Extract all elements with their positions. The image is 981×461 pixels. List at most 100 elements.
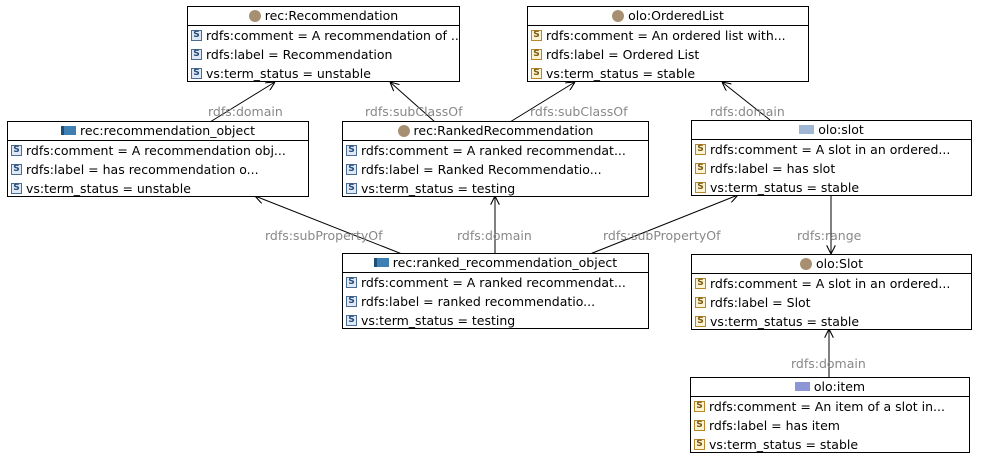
- row-text: rdfs:comment = An ordered list with...: [546, 28, 786, 43]
- node-title: olo:slot: [818, 122, 864, 137]
- string-literal-icon: S: [191, 30, 202, 41]
- row-text: rdfs:comment = A ranked recommendat...: [361, 143, 626, 158]
- class-icon: [800, 257, 813, 270]
- property-icon: [799, 125, 815, 134]
- node-header: olo:item: [691, 378, 969, 397]
- string-literal-icon: S: [11, 145, 22, 156]
- edge-label-subpropertyof: rdfs:subPropertyOf: [603, 228, 721, 243]
- string-literal-icon: S: [695, 278, 706, 289]
- edge-label-domain: rdfs:domain: [791, 356, 866, 371]
- row-text: vs:term_status = stable: [710, 314, 860, 329]
- edge-label-domain: rdfs:domain: [710, 104, 785, 119]
- string-literal-icon: S: [694, 420, 705, 431]
- row-text: rdfs:comment = A recommendation of ...: [206, 28, 459, 43]
- row-text: vs:term_status = unstable: [206, 66, 371, 81]
- node-header: rec:RankedRecommendation: [343, 122, 648, 141]
- row-text: vs:term_status = stable: [710, 180, 860, 195]
- edge-label-subclassof: rdfs:subClassOf: [365, 104, 463, 119]
- node-title: olo:OrderedList: [628, 8, 724, 23]
- row-text: rdfs:label = Recommendation: [206, 47, 393, 62]
- string-literal-icon: S: [346, 164, 357, 175]
- row-text: rdfs:label = Ranked Recommendatio...: [361, 162, 602, 177]
- row-text: rdfs:comment = A recommendation obj...: [26, 143, 286, 158]
- node-header: rec:Recommendation: [188, 7, 459, 26]
- row-text: rdfs:label = Ordered List: [546, 47, 700, 62]
- string-literal-icon: S: [191, 49, 202, 60]
- node-title: rec:RankedRecommendation: [413, 123, 594, 138]
- string-literal-icon: S: [695, 316, 706, 327]
- edge-label-domain: rdfs:domain: [457, 228, 532, 243]
- row-text: rdfs:label = Slot: [710, 295, 811, 310]
- string-literal-icon: S: [695, 182, 706, 193]
- row-text: rdfs:label = has item: [709, 418, 840, 433]
- string-literal-icon: S: [11, 164, 22, 175]
- node-header: olo:Slot: [692, 255, 971, 274]
- string-literal-icon: S: [694, 401, 705, 412]
- node-header: olo:OrderedList: [528, 7, 808, 26]
- row-text: vs:term_status = unstable: [26, 181, 191, 196]
- node-title: rec:Recommendation: [264, 8, 399, 23]
- row-text: vs:term_status = stable: [709, 437, 859, 452]
- string-literal-icon: S: [531, 30, 542, 41]
- class-icon: [612, 9, 625, 22]
- row-text: rdfs:label = has recommendation o...: [26, 162, 259, 177]
- edge-label-range: rdfs:range: [797, 228, 862, 243]
- string-literal-icon: S: [695, 163, 706, 174]
- class-icon: [248, 9, 261, 22]
- string-literal-icon: S: [531, 68, 542, 79]
- node-title: rec:recommendation_object: [80, 123, 255, 138]
- node-title: olo:Slot: [816, 256, 863, 271]
- edge-label-subpropertyof: rdfs:subPropertyOf: [265, 228, 383, 243]
- string-literal-icon: S: [695, 297, 706, 308]
- string-literal-icon: S: [346, 315, 357, 326]
- row-text: rdfs:comment = A slot in an ordered...: [710, 276, 951, 291]
- string-literal-icon: S: [346, 296, 357, 307]
- string-literal-icon: S: [346, 277, 357, 288]
- edge-line: [589, 195, 738, 255]
- edge-line: [255, 196, 403, 255]
- string-literal-icon: S: [531, 49, 542, 60]
- row-text: rdfs:comment = A slot in an ordered...: [710, 142, 951, 157]
- property-icon: [794, 382, 810, 391]
- string-literal-icon: S: [346, 145, 357, 156]
- row-text: rdfs:comment = A ranked recommendat...: [361, 275, 626, 290]
- row-text: vs:term_status = stable: [546, 66, 696, 81]
- string-literal-icon: S: [191, 68, 202, 79]
- edge-label-domain: rdfs:domain: [208, 104, 283, 119]
- row-text: rdfs:label = ranked recommendatio...: [361, 294, 596, 309]
- node-header: olo:slot: [692, 121, 971, 140]
- node-header: rec:recommendation_object: [8, 122, 308, 141]
- row-text: rdfs:label = has slot: [710, 161, 836, 176]
- string-literal-icon: S: [11, 183, 22, 194]
- edge-line: [390, 82, 436, 123]
- object-property-icon: [373, 258, 389, 267]
- edge-line: [509, 82, 575, 123]
- object-property-icon: [61, 126, 76, 135]
- node-title: olo:item: [813, 379, 866, 394]
